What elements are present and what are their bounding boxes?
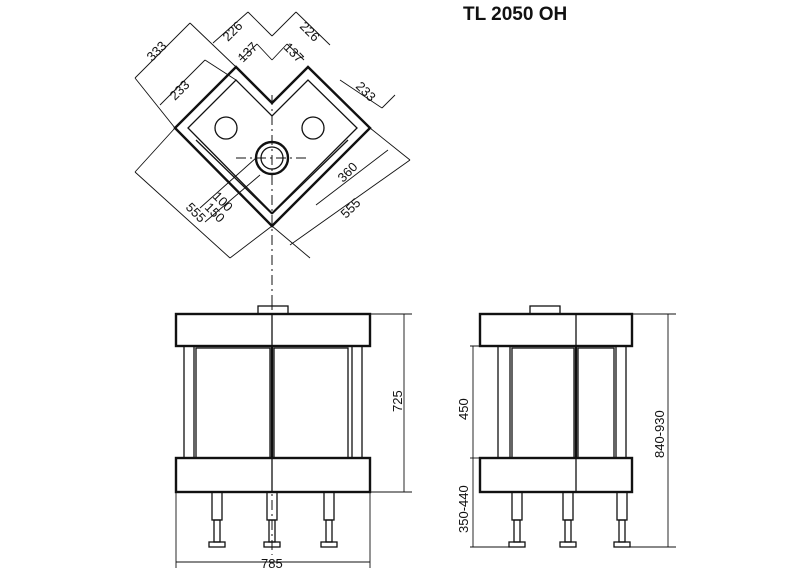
side-top-hood [478, 312, 634, 348]
front-glass-left [195, 347, 271, 459]
front-view: 785 725 [174, 300, 412, 571]
dim-226-left: 226 [220, 18, 246, 44]
side-glass-left [511, 347, 575, 459]
side-legs [508, 491, 631, 548]
dim-333: 333 [144, 38, 170, 64]
dim-width-785: 785 [261, 556, 283, 571]
dim-total-840-930: 840-930 [652, 410, 667, 458]
top-view: 333 226 226 137 137 233 233 360 555 555 … [134, 11, 411, 305]
dim-base-350-440: 350-440 [456, 485, 471, 533]
side-view: 450 350-440 840-930 [456, 305, 676, 548]
front-legs [208, 491, 338, 548]
right-flue-circle [301, 116, 325, 140]
front-glass-right [273, 347, 349, 459]
dim-226-right: 226 [297, 19, 323, 45]
dim-233-left: 233 [167, 77, 193, 103]
side-glass-right [577, 347, 615, 459]
side-flue-collar [529, 305, 561, 315]
side-base [478, 456, 634, 494]
dim-height-725: 725 [390, 390, 405, 412]
dim-555-right: 555 [338, 195, 364, 221]
front-flue-collar [257, 305, 289, 315]
drawing-title: TL 2050 OH [463, 4, 567, 25]
dim-137-right: 137 [281, 40, 307, 66]
dim-233-right: 233 [353, 79, 379, 105]
dim-360: 360 [335, 159, 361, 185]
dim-glass-450: 450 [456, 398, 471, 420]
dim-137-left: 137 [235, 39, 261, 65]
left-flue-circle [214, 116, 238, 140]
front-base [174, 456, 372, 494]
front-top-hood [174, 312, 372, 348]
